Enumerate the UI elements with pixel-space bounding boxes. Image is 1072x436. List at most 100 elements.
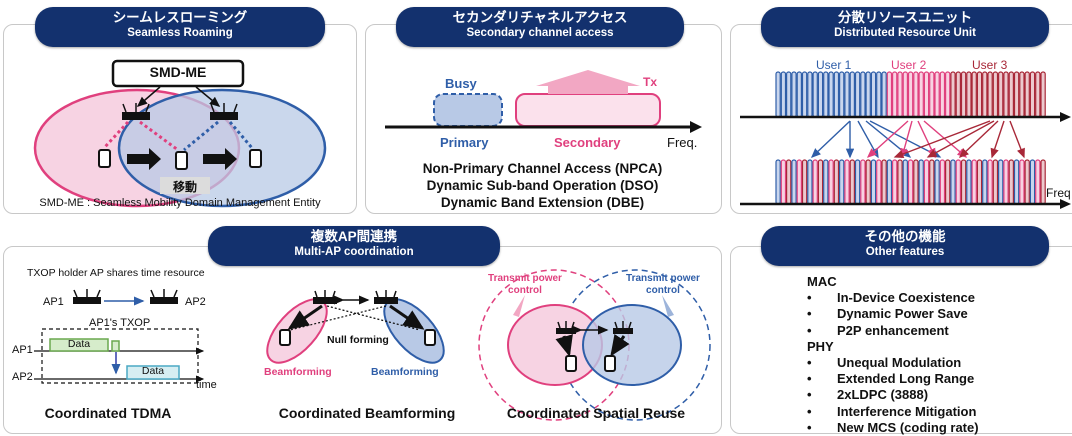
multiap-title-en: Multi-AP coordination	[294, 246, 414, 258]
dru-arrow-user3	[958, 120, 999, 158]
dru-user1-label: User 1	[816, 58, 852, 72]
dru-top-bars	[775, 71, 1046, 118]
mac-item-coexistence: In-Device Coexistence	[803, 290, 979, 306]
ap-right-icon	[210, 103, 238, 120]
roaming-footnote: SMD-ME : Seamless Mobility Domain Manage…	[39, 197, 321, 209]
dru-title-jp: 分散リソースユニット	[837, 10, 973, 25]
busy-label: Busy	[445, 76, 477, 91]
bf-null-right	[289, 305, 387, 331]
move-arrow-1	[127, 148, 161, 170]
dru-top-axis-head	[1060, 112, 1071, 122]
smd-me-box	[111, 59, 245, 88]
blue-link-left	[183, 120, 219, 152]
sr-beam-left-arrow	[555, 334, 573, 357]
smd-me-label: SMD-ME	[149, 64, 207, 80]
mac-header: MAC	[807, 274, 837, 289]
smd-arrow-right	[195, 86, 221, 107]
bf-beam-right-arrow	[389, 304, 425, 330]
pink-link-right	[139, 120, 179, 152]
multiap-title-jp: 複数AP間連携	[310, 229, 398, 244]
ap2-data-label: Data	[141, 365, 165, 377]
primary-label: Primary	[440, 135, 489, 150]
dru-arrow-user3	[926, 120, 995, 158]
phy-item-new-mcs: New MCS (coding rate)	[803, 420, 979, 436]
smd-arrow-left	[136, 86, 161, 107]
dru-mapping-arrows	[810, 120, 1025, 159]
ap-left-icon	[122, 103, 150, 120]
dru-title-en: Distributed Resource Unit	[834, 27, 976, 39]
sr-tpc-left-label: Transmit power control	[488, 273, 562, 296]
sr-beam-right-arrow	[610, 334, 630, 357]
tdma-row-ap1: AP1	[12, 344, 33, 356]
dru-arrow-user1	[810, 120, 851, 158]
dru-title-pill: 分散リソースユニット Distributed Resource Unit	[761, 7, 1049, 47]
bf-phone-right-icon	[424, 329, 436, 346]
roaming-title-jp: シームレスローミング	[112, 10, 248, 25]
secondary-freq-label: Freq.	[667, 135, 698, 150]
dbe-line: Dynamic Band Extension (DBE)	[440, 195, 645, 210]
dru-user2-label: User 2	[891, 58, 927, 72]
dso-line: Dynamic Sub-band Operation (DSO)	[426, 178, 659, 193]
secondary-feature-list: Non-Primary Channel Access (NPCA) Dynami…	[365, 160, 720, 211]
dru-bottom-axis-head	[1060, 199, 1071, 209]
mac-item-power-save: Dynamic Power Save	[803, 306, 979, 322]
bf-left-label: Beamforming	[264, 366, 332, 378]
phy-header: PHY	[807, 338, 834, 354]
tdma-ap2-router-icon	[150, 289, 178, 304]
sr-blue-inner	[582, 304, 682, 386]
busy-block	[433, 93, 503, 127]
bf-ap-right-icon	[374, 290, 398, 304]
npca-line: Non-Primary Channel Access (NPCA)	[422, 161, 663, 176]
dru-freq-label: Freq	[1046, 186, 1071, 200]
other-title-jp: その他の機能	[864, 229, 946, 244]
sr-phone-right-icon	[604, 355, 616, 372]
ap2-data-block	[126, 365, 180, 380]
null-forming-label: Null forming	[327, 334, 389, 346]
move-label: 移動	[172, 180, 197, 194]
sr-blue-tpc-arrow	[662, 295, 674, 317]
tdma-txop-note: TXOP holder AP shares time resource	[27, 267, 205, 279]
phy-item-unequal-modulation: Unequal Modulation	[803, 355, 979, 371]
phone-right-icon	[249, 149, 262, 168]
secondary-title-jp: セカンダリチャネルアクセス	[452, 10, 628, 25]
secondary-title-en: Secondary channel access	[466, 27, 614, 39]
bf-phone-left-icon	[279, 329, 291, 346]
other-features-list: MAC In-Device Coexistence Dynamic Power …	[803, 274, 979, 436]
secondary-label: Secondary	[554, 135, 621, 150]
freq-axis-head	[690, 121, 702, 133]
dru-user3-label: User 3	[972, 58, 1008, 72]
mac-item-p2p: P2P enhancement	[803, 323, 979, 339]
phy-item-interference: Interference Mitigation	[803, 404, 979, 420]
bf-beam-left-arrow	[287, 304, 323, 330]
secondary-title-pill: セカンダリチャネルアクセス Secondary channel access	[396, 7, 684, 47]
tx-label: Tx	[643, 75, 658, 89]
move-label-bg	[160, 177, 210, 194]
tdma-ap2-label: AP2	[185, 296, 206, 308]
tdma-caption: Coordinated TDMA	[44, 405, 172, 421]
tdma-time-label: time	[196, 379, 217, 391]
roaming-title-en: Seamless Roaming	[127, 27, 233, 39]
phy-item-ldpc: 2xLDPC (3888)	[803, 387, 979, 403]
bf-ap-left-icon	[313, 290, 337, 304]
multiap-title-pill: 複数AP間連携 Multi-AP coordination	[208, 226, 500, 266]
bf-right-label: Beamforming	[371, 366, 439, 378]
phone-center-icon	[175, 151, 188, 170]
tx-up-arrow	[536, 70, 640, 94]
other-title-pill: その他の機能 Other features	[761, 226, 1049, 266]
txop-dashed-box	[41, 328, 199, 384]
sr-ap-right-icon	[613, 321, 633, 334]
ap1-data-block	[49, 338, 109, 352]
other-title-en: Other features	[865, 246, 945, 258]
ap1-small-block	[111, 340, 120, 352]
tdma-ap1-label: AP1	[43, 296, 64, 308]
phy-item-extended-range: Extended Long Range	[803, 371, 979, 387]
sr-tpc-right-label: Transmit power control	[626, 273, 700, 296]
ap1-data-label: Data	[67, 338, 91, 350]
bf-caption: Coordinated Beamforming	[278, 405, 456, 421]
tdma-ap1-router-icon	[73, 289, 101, 304]
